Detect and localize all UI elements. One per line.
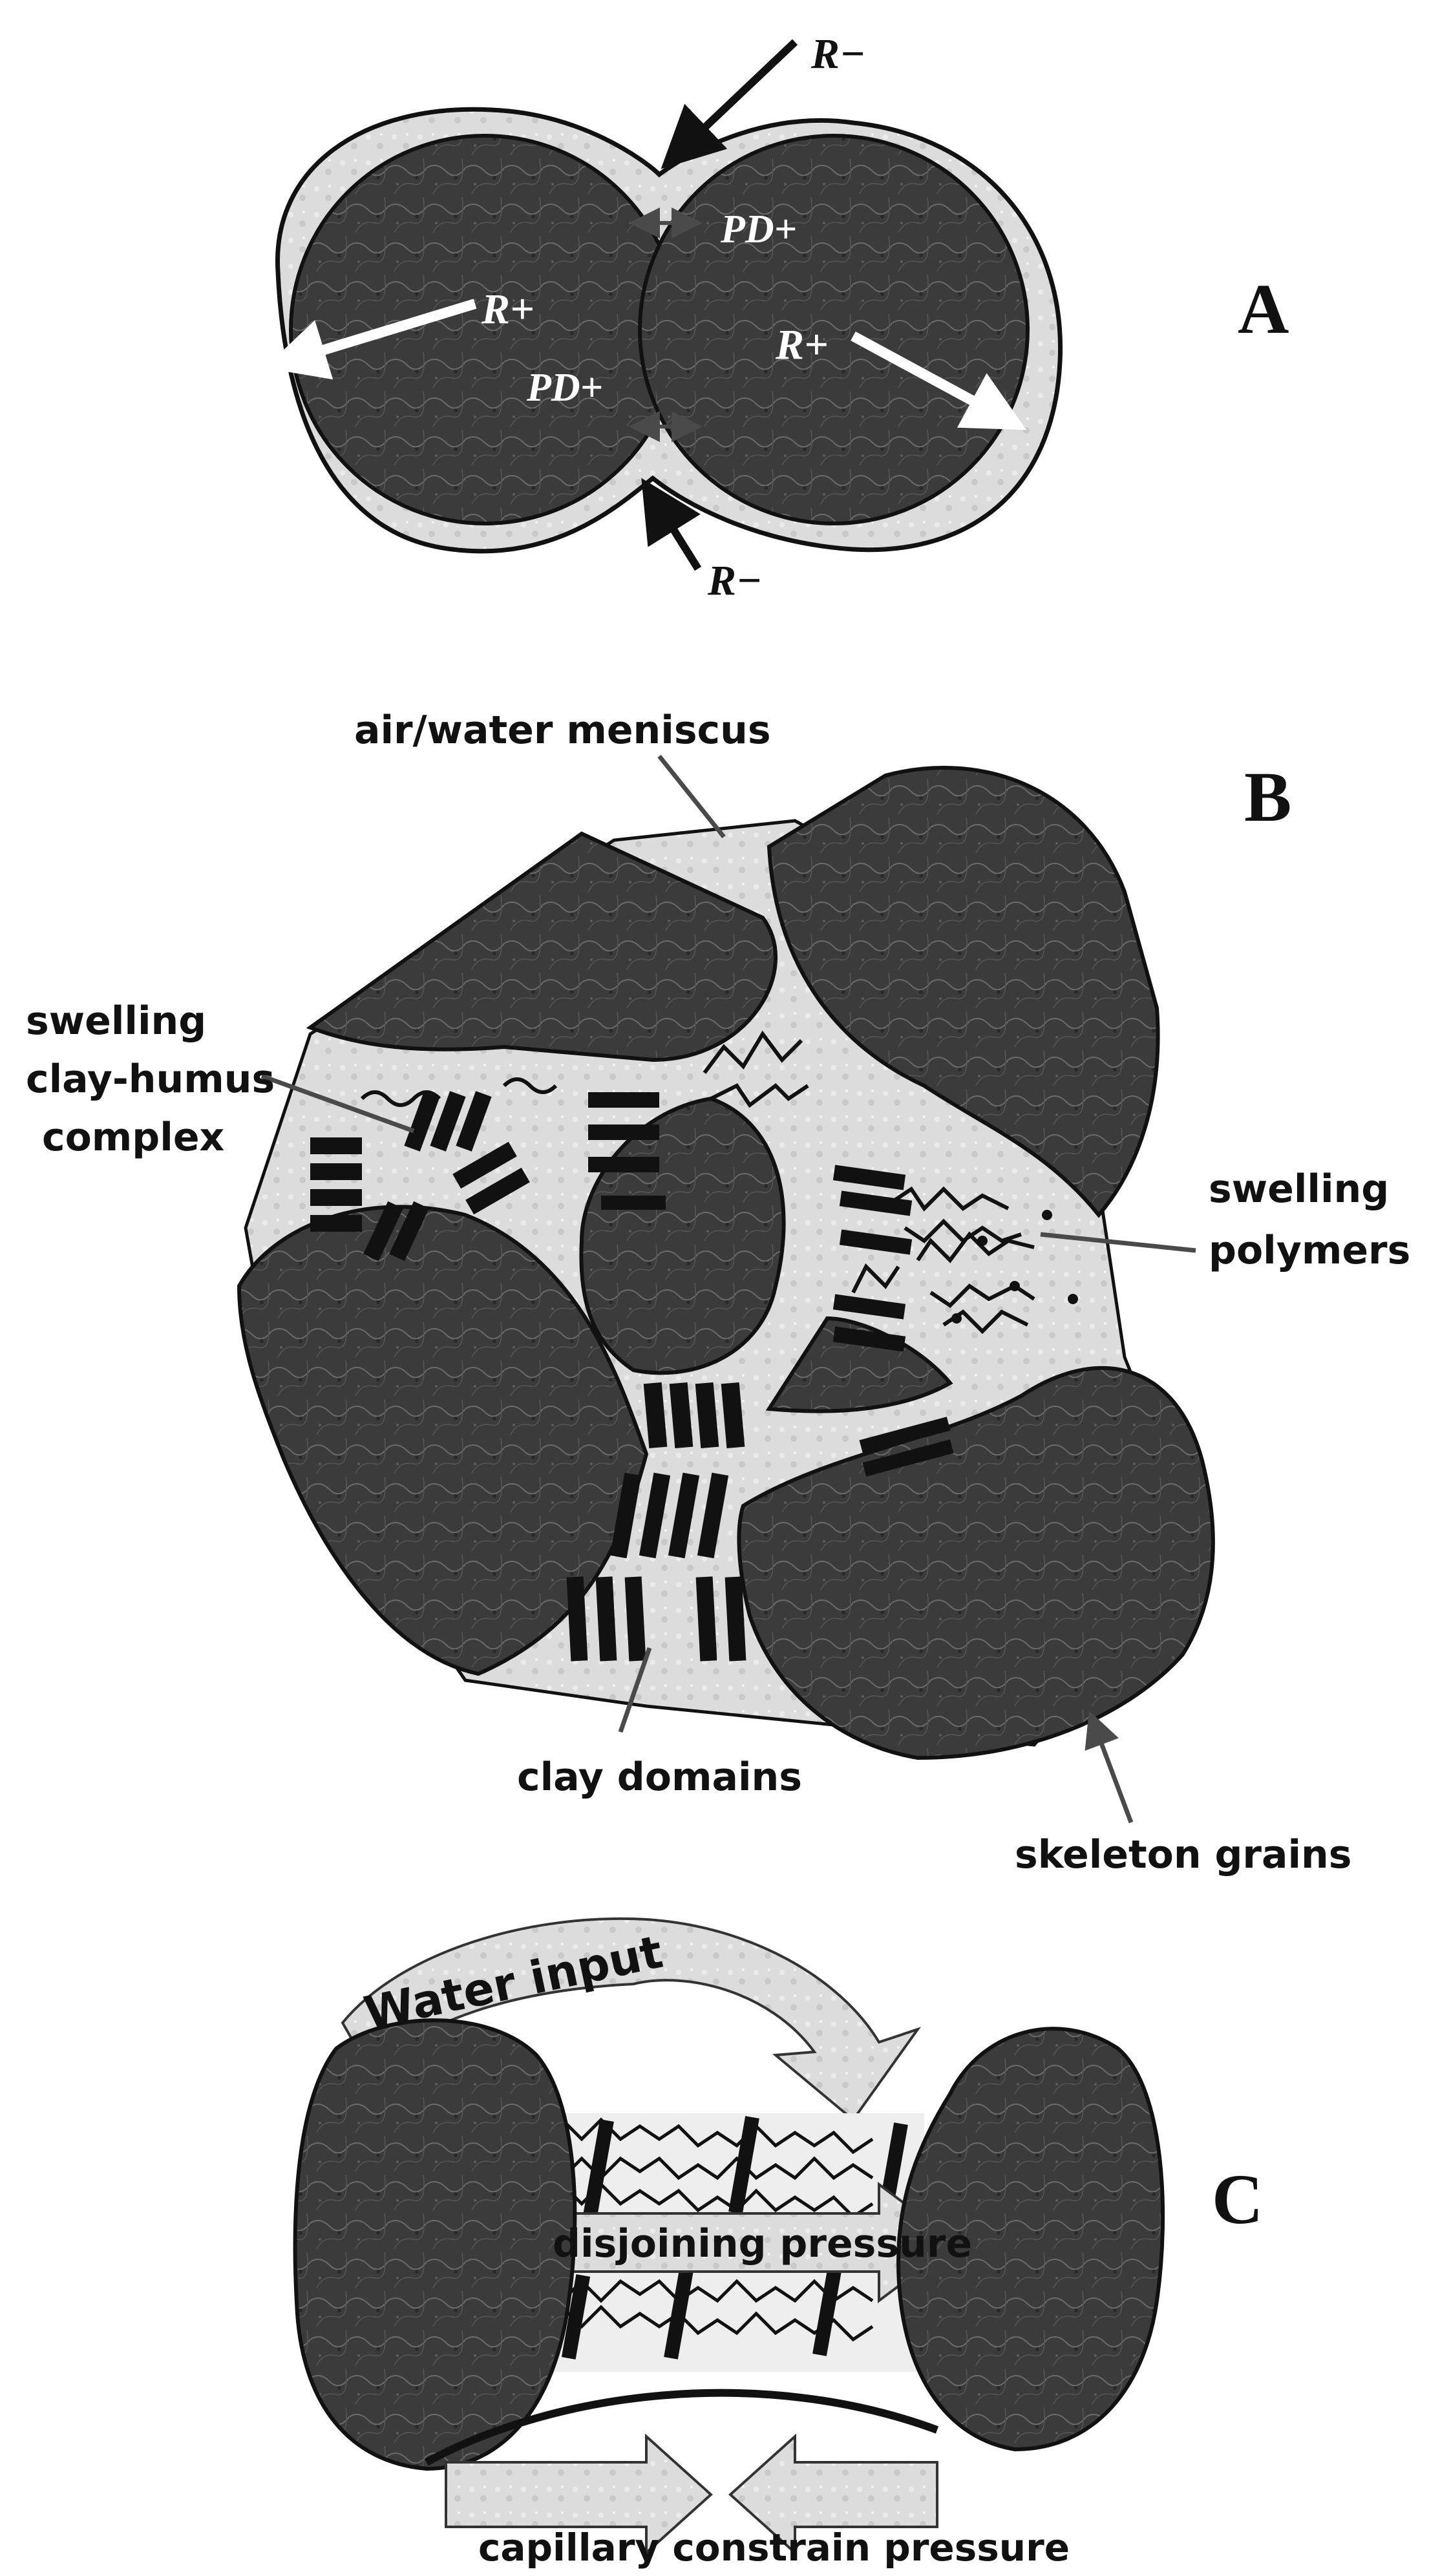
r-plus-right-arrow <box>851 331 1027 430</box>
swelling-clay-humus-label-1: swelling <box>26 998 206 1044</box>
clay-domains-group <box>566 1382 954 1662</box>
clay-domains-leader <box>618 1647 652 1733</box>
water-input-arrow <box>341 1917 922 2122</box>
grain-small-right <box>765 1316 953 1413</box>
r-minus-bottom-label: R− <box>707 557 762 604</box>
grain-right <box>638 134 1030 525</box>
capillary-meniscus-curve <box>425 2389 939 2466</box>
swelling-polymers-bars <box>832 1165 1078 1352</box>
panel-a: R− R− R+ R+ PD+ PD+ A <box>264 30 1289 604</box>
capillary-arrow-left <box>445 2433 713 2556</box>
r-minus-bottom-arrow <box>641 478 702 571</box>
swelling-polymers-label-1: swelling <box>1209 1167 1389 1212</box>
capillary-arrow-right <box>728 2433 938 2556</box>
panel-b: air/water meniscus swelling clay-humus c… <box>26 708 1410 1877</box>
swelling-polymers-label-2: polymers <box>1209 1228 1410 1273</box>
swelling-clay-humus-label-2: clay-humus <box>26 1057 275 1102</box>
swelling-clay-humus-label-3: complex <box>42 1115 224 1160</box>
grain-c-left <box>293 2018 577 2471</box>
r-plus-left-label: R+ <box>481 286 535 333</box>
disjoining-pressure-label: disjoining pressure <box>553 2221 972 2266</box>
r-plus-right-label: R+ <box>775 321 829 368</box>
panel-c-letter: C <box>1212 2160 1263 2239</box>
skeleton-grains-leader <box>1085 1710 1134 1824</box>
panel-b-letter: B <box>1244 757 1291 836</box>
r-plus-left-arrow <box>264 299 477 380</box>
grain-c-right <box>896 2027 1165 2452</box>
grain-bottom-right <box>737 1366 1215 1760</box>
pd-top-label: PD+ <box>720 207 797 251</box>
polymers-leader <box>1040 1232 1196 1253</box>
grain-top-right <box>767 766 1160 1218</box>
skeleton-grains-label: skeleton grains <box>1015 1832 1351 1877</box>
grain-top-left <box>306 831 778 1062</box>
clay-humus-leader <box>260 1073 415 1134</box>
meniscus-leader <box>657 754 726 839</box>
r-minus-top-label: R− <box>810 30 865 78</box>
clay-humus-complex-group <box>310 1077 666 1262</box>
clay-domains-label: clay domains <box>517 1755 802 1800</box>
panel-c: Water input disjoining pressure capillar… <box>293 1917 1263 2570</box>
panel-a-letter: A <box>1238 269 1289 348</box>
capillary-constrain-pressure-label: capillary constrain pressure <box>478 2526 1070 2570</box>
pd-bottom-label: PD+ <box>526 366 603 410</box>
air-water-meniscus-label: air/water meniscus <box>354 708 771 753</box>
r-minus-top-arrow <box>661 39 798 169</box>
